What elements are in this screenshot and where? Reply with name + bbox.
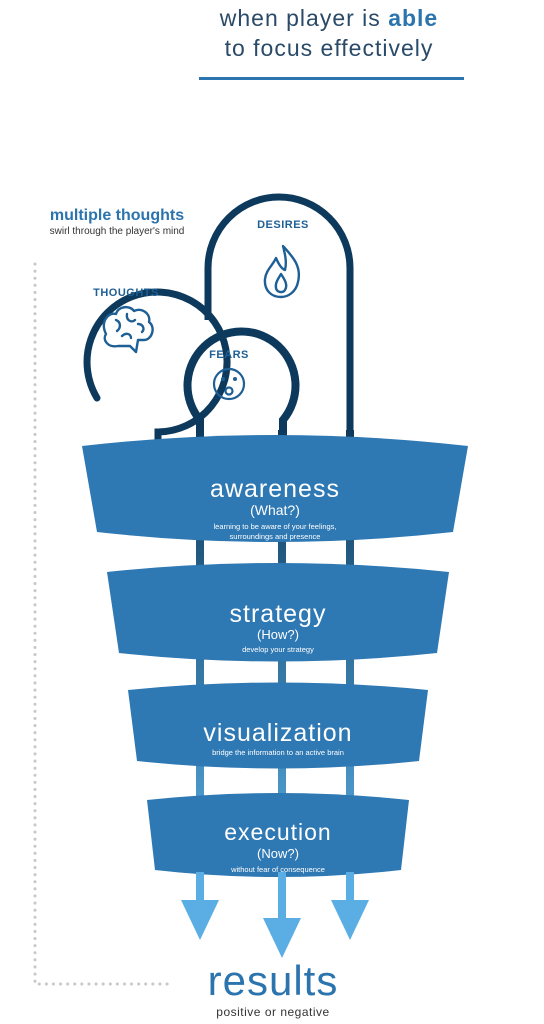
header-underline: [199, 77, 464, 80]
stage-desc-visualization: bridge the information to an active brai…: [212, 748, 344, 757]
stage-band-execution: [147, 793, 409, 877]
thoughts-label: THOUGHTS: [93, 287, 159, 299]
stage-desc-execution: without fear of consequence: [230, 865, 325, 874]
stage-band-visualization: [128, 682, 428, 769]
stage-desc-awareness-2: surroundings and presence: [230, 532, 321, 541]
stage-band-strategy: [107, 563, 449, 662]
stage-desc-strategy: develop your strategy: [242, 645, 314, 654]
stage-title-strategy: strategy: [230, 600, 327, 628]
worried-face-icon: [212, 367, 246, 401]
desires-label: DESIRES: [257, 219, 309, 231]
stage-question-awareness: (What?): [250, 502, 300, 518]
dotted-guide-line: [33, 262, 174, 986]
header-line-2: to focus effectively: [225, 35, 434, 61]
side-note-subtitle: swirl through the player's mind: [50, 226, 185, 237]
result-arrows: [181, 872, 369, 958]
brain-icon: [102, 306, 154, 354]
fears-label: FEARS: [209, 349, 249, 361]
side-note-title: multiple thoughts: [50, 207, 184, 224]
results-subtitle: positive or negative: [216, 1005, 329, 1019]
stage-title-execution: execution: [224, 819, 331, 845]
stage-question-strategy: (How?): [257, 627, 299, 642]
header-line-1: when player is able: [219, 5, 438, 31]
thoughts-bubble: [83, 288, 231, 444]
stage-question-execution: (Now?): [257, 846, 299, 861]
results-title: results: [208, 957, 339, 1004]
stage-title-visualization: visualization: [203, 719, 352, 747]
stage-desc-awareness-1: learning to be aware of your feelings,: [214, 522, 337, 531]
stage-title-awareness: awareness: [210, 475, 340, 503]
desires-bubble: [204, 193, 354, 440]
flame-icon: [263, 244, 301, 299]
stage-band-awareness: [82, 435, 468, 542]
fears-bubble: [183, 327, 300, 440]
